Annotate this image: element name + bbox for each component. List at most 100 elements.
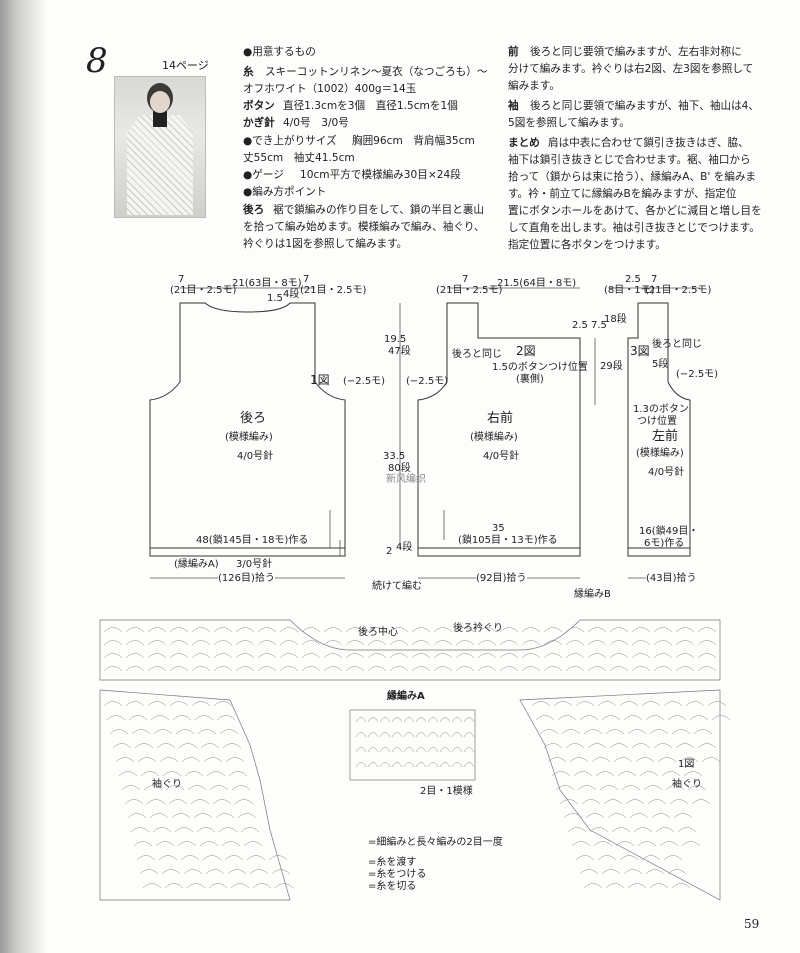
stitch-motif	[156, 743, 176, 749]
stitch-motif	[367, 627, 387, 633]
stitch-motif	[653, 640, 673, 646]
stitch-motif	[415, 747, 427, 753]
stitch-motif	[203, 757, 223, 763]
stitch-motif	[268, 855, 288, 861]
back-border-hook: 3/0号針	[236, 559, 273, 570]
armhole-left-label: 袖ぐり	[152, 779, 182, 790]
stitch-motif	[543, 743, 563, 749]
back-line-1: 裾で鎖編みの作り目をして、鎖の半目と裏山	[273, 204, 485, 216]
stitch-motif	[186, 883, 206, 889]
border-a-chart	[349, 709, 476, 781]
stitch-motif	[681, 841, 701, 847]
stitch-motif	[559, 799, 579, 805]
stitch-motif	[128, 715, 148, 721]
stitch-motif	[228, 771, 248, 777]
hem-rows: 4段	[396, 542, 413, 553]
stitch-motif	[609, 653, 629, 659]
stitch-motif	[609, 640, 629, 646]
stitch-motif	[249, 869, 269, 875]
stitch-motif	[235, 640, 255, 646]
stitch-motif	[103, 653, 123, 659]
fig1-label: 1図	[678, 759, 695, 770]
stitch-motif	[124, 799, 144, 805]
border-a-label: 縁編みA	[387, 691, 425, 702]
stitch-motif	[579, 869, 599, 875]
stitch-motif	[433, 666, 453, 672]
stitch-motif	[521, 640, 541, 646]
stitch-motif	[172, 715, 192, 721]
stitch-motif	[169, 666, 189, 672]
stitch-motif	[158, 855, 178, 861]
stitch-motif	[174, 827, 194, 833]
stitch-motif	[391, 717, 403, 723]
stitch-motif	[147, 666, 167, 672]
stitch-motif	[301, 666, 321, 672]
stitch-motif	[355, 762, 367, 768]
sleeve-line-1: 後ろと同じ要領で編みますが、袖下、袖山は4、	[530, 100, 759, 112]
stitch-motif	[671, 883, 691, 889]
stitch-motif	[671, 729, 691, 735]
rf-dim-left-sub: (21目・2.5モ)	[436, 285, 503, 296]
stitch-motif	[597, 855, 617, 861]
finish-line-3: 拾って（鎖からは束に拾う）、縁編みA、B' を編みま	[508, 171, 757, 183]
stitch-motif	[411, 666, 431, 672]
stitch-motif	[246, 855, 266, 861]
stitch-motif	[439, 747, 451, 753]
back-armhole-dec: (−2.5モ)	[343, 376, 386, 387]
front-line-2: 分けて編みます。衿ぐりは右2図、左3図を参照して	[508, 63, 754, 75]
stitch-motif	[565, 653, 585, 659]
stitch-motif	[125, 627, 145, 633]
pattern-number: 8	[86, 41, 108, 81]
stitch-motif	[639, 771, 659, 777]
stitch-motif	[183, 869, 203, 875]
stitch-motif	[575, 855, 595, 861]
stitch-motif	[649, 883, 669, 889]
stitch-motif	[389, 640, 409, 646]
stitch-motif	[657, 757, 677, 763]
stitch-motif	[379, 717, 391, 723]
stitch-motif	[222, 743, 242, 749]
stitch-motif	[136, 855, 156, 861]
stitch-motif	[499, 627, 519, 633]
stitch-motif	[499, 653, 519, 659]
stitch-motif	[240, 827, 260, 833]
stitch-motif	[389, 653, 409, 659]
stitch-motif	[427, 732, 439, 738]
stitch-motif	[225, 757, 245, 763]
stitch-motif	[543, 627, 563, 633]
stitch-motif	[165, 785, 185, 791]
lf-dim-a-sub: (8目・1モ)	[604, 285, 655, 296]
border-b-label: 縁編みB	[574, 589, 611, 600]
lf-armhole-dec: (−2.5モ)	[676, 369, 719, 380]
stitch-motif	[679, 757, 699, 763]
stitch-motif	[411, 627, 431, 633]
stitch-motif	[627, 883, 647, 889]
stitch-motif	[147, 701, 167, 707]
stitch-motif	[701, 757, 721, 763]
stitch-motif	[427, 717, 439, 723]
stitch-motif	[115, 757, 135, 763]
stitch-motif	[199, 841, 219, 847]
stitch-motif	[617, 771, 637, 777]
stitch-motif	[651, 813, 671, 819]
stitch-motif	[433, 640, 453, 646]
stitch-motif	[403, 762, 415, 768]
stitch-motif	[623, 869, 643, 875]
back-line-3: 衿ぐりは1図を参照して編みます。	[243, 238, 408, 250]
stitch-motif	[609, 666, 629, 672]
back-dim-left-sub: (21目・2.5モ)	[170, 285, 237, 296]
size-line-1: 胸囲96cm 背肩幅35cm	[352, 135, 475, 147]
finish-line-4: す。衿・前立てに縁編みBを編みますが、指定位	[508, 188, 737, 200]
stitch-motif	[605, 729, 625, 735]
stitch-motif	[231, 785, 251, 791]
rf-dim-mid: 21.5(64目・8モ)	[497, 278, 577, 289]
back-border	[149, 547, 346, 557]
rf-same-as-back: 後ろと同じ	[452, 349, 502, 360]
stitch-motif	[279, 666, 299, 672]
back-neck-label: 後ろ衿ぐり	[453, 623, 503, 634]
stitch-motif	[323, 666, 343, 672]
stitch-motif	[215, 813, 235, 819]
stitch-motif	[451, 717, 463, 723]
yarn-line-2: オフホワイト（1002）400g＝14玉	[243, 83, 417, 95]
stitch-motif	[169, 653, 189, 659]
